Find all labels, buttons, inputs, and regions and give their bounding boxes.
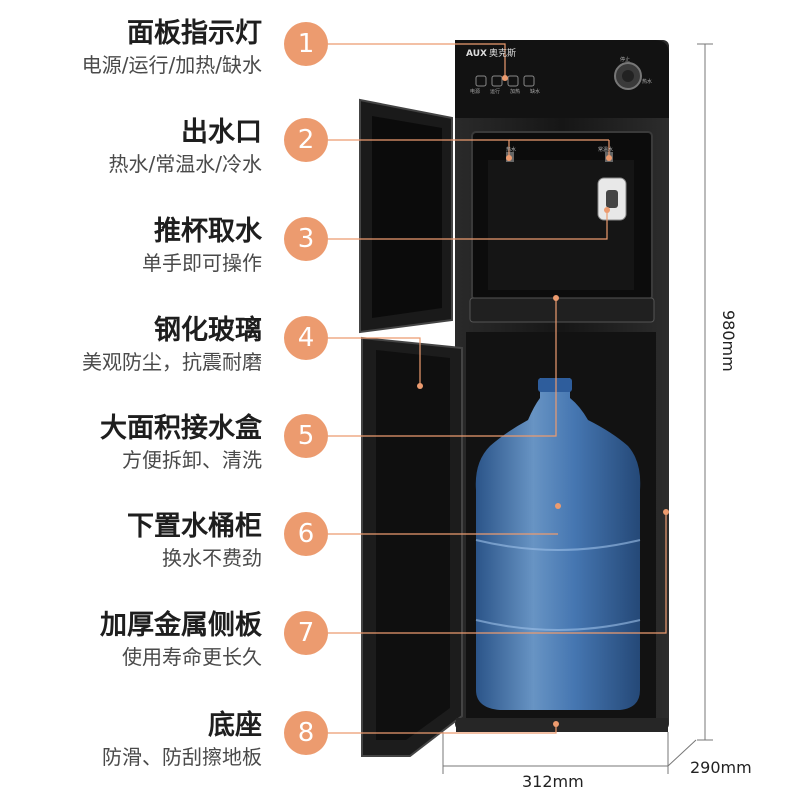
feature-title: 推杯取水 [154, 216, 262, 247]
feature-title: 加厚金属侧板 [100, 610, 262, 641]
feature-push-cup: 推杯取水 单手即可操作 [0, 216, 262, 278]
run-indicator-icon [491, 75, 503, 87]
feature-subtitle: 电源/运行/加热/缺水 [81, 53, 262, 77]
power-indicator-icon [475, 75, 487, 87]
feature-subtitle: 热水/常温水/冷水 [108, 152, 262, 176]
badge-2: 2 [284, 118, 328, 162]
bottle-cap [538, 378, 572, 392]
dispenser-base [456, 718, 668, 732]
outlet-label-normal: 常温水 [598, 147, 614, 153]
height-dimension: 980mm [719, 310, 738, 372]
feature-title: 面板指示灯 [127, 18, 262, 49]
feature-title: 出水口 [181, 117, 262, 148]
feature-subtitle: 美观防尘，抗震耐磨 [82, 350, 262, 374]
badge-8: 8 [284, 711, 328, 755]
feature-bottle-cabinet: 下置水桶柜 换水不费劲 [0, 511, 262, 573]
badge-3: 3 [284, 217, 328, 261]
feature-title: 下置水桶柜 [127, 511, 262, 542]
width-dimension: 312mm [522, 772, 584, 791]
feature-title: 底座 [208, 710, 262, 741]
feature-subtitle: 单手即可操作 [142, 251, 262, 275]
feature-panel-lights: 面板指示灯 电源/运行/加热/缺水 [0, 18, 262, 80]
feature-title: 钢化玻璃 [154, 315, 262, 346]
knob-label-stop: 停止 [620, 57, 631, 63]
feature-subtitle: 换水不费劲 [162, 546, 262, 570]
feature-subtitle: 方便拆卸、清洗 [122, 448, 262, 472]
feature-tempered-glass: 钢化玻璃 美观防尘，抗震耐磨 [0, 315, 262, 377]
badge-7: 7 [284, 611, 328, 655]
drip-tray [469, 297, 655, 323]
outlet-label-hot: 热水 [506, 147, 517, 153]
feature-metal-side: 加厚金属侧板 使用寿命更长久 [0, 610, 262, 672]
feature-drip-tray: 大面积接水盒 方便拆卸、清洗 [0, 413, 262, 475]
badge-6: 6 [284, 512, 328, 556]
control-panel [455, 40, 669, 118]
feature-title: 大面积接水盒 [100, 413, 262, 444]
heat-indicator-icon [507, 75, 519, 87]
low-water-indicator-icon [523, 75, 535, 87]
badge-5: 5 [284, 414, 328, 458]
knob-label-hot: 热水 [642, 79, 653, 85]
depth-dimension: 290mm [690, 758, 752, 777]
feature-subtitle: 防滑、防刮擦地板 [102, 745, 262, 769]
feature-subtitle: 使用寿命更长久 [122, 645, 262, 669]
panel-button-labels: 电源 运行 加热 缺水 [470, 89, 540, 95]
badge-1: 1 [284, 22, 328, 66]
feature-water-outlet: 出水口 热水/常温水/冷水 [0, 117, 262, 179]
feature-base: 底座 防滑、防刮擦地板 [0, 710, 262, 772]
badge-4: 4 [284, 316, 328, 360]
